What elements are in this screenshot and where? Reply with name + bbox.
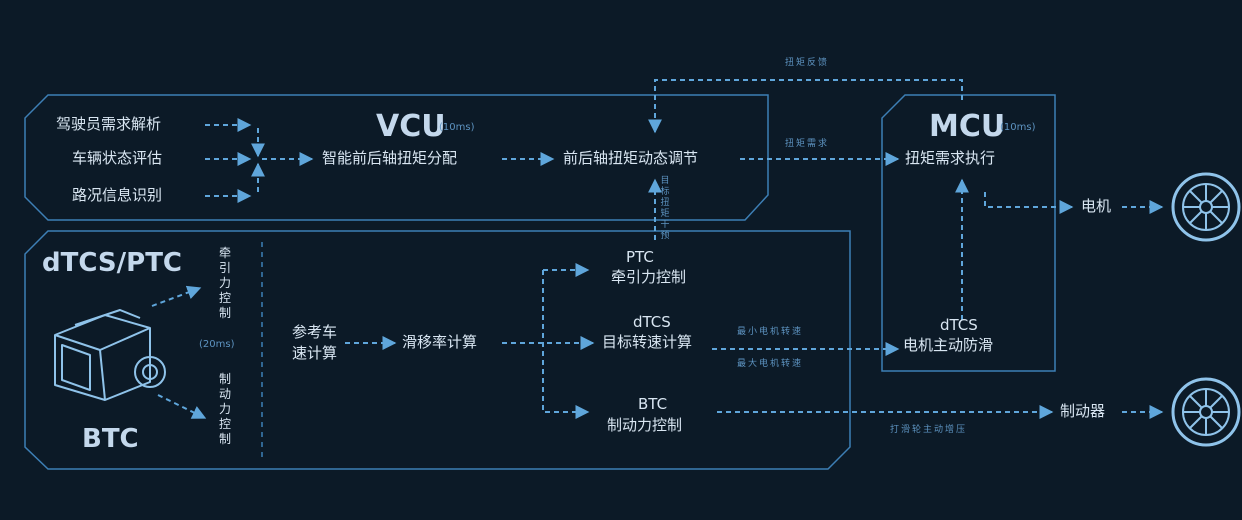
torque-feedback-label: 扭矩反馈 [785,58,830,68]
input-vehicle-state: 车辆状态评估 [72,149,163,167]
wheel-icon [1171,377,1241,447]
flow-arrow [151,285,202,307]
ptc-line1: PTC [626,248,654,266]
brake-output: 制动器 [1060,402,1106,420]
input-driver-demand: 驾驶员需求解析 [56,115,162,133]
vcu-frame [24,94,769,221]
torque-request-exec: 扭矩需求执行 [905,149,996,167]
motor-output: 电机 [1081,197,1112,215]
dtcs-period: (20ms) [199,339,235,350]
mcu-period: (10ms) [1000,122,1036,133]
ptc-line2: 牵引力控制 [611,268,687,286]
mcu-frame [881,94,1056,372]
ref-speed-line2: 速计算 [292,344,338,362]
input-road-condition: 路况信息识别 [72,186,163,204]
dtcs-ptc-title: dTCS/PTC [42,248,183,278]
max-motor-speed-label: 最大电机转速 [737,359,804,369]
min-motor-speed-label: 最小电机转速 [737,327,804,337]
mcu-dtcs-label: dTCS [940,316,978,334]
slip-wheel-pressure-label: 打滑轮主动增压 [890,425,968,435]
dtcs-line2: 目标转速计算 [602,333,693,351]
target-torque-intervention-label: 目标扭矩干预 [660,176,670,241]
camera-module-icon [54,309,166,401]
traction-control-vertical: 牵引力控制 [218,246,231,320]
braking-control-vertical: 制动力控制 [218,372,231,446]
btc-line1: BTC [638,395,668,413]
torque-request-label: 扭矩需求 [785,139,830,149]
dtcs-ptc-frame [24,230,851,470]
motor-anti-slip: 电机主动防滑 [903,336,994,354]
btc-title: BTC [82,424,139,454]
wheel-icon [1171,172,1241,242]
flow-arrow [984,192,1074,214]
slip-rate-calc: 滑移率计算 [402,333,478,351]
flow-arrow [648,79,963,134]
ref-speed-line1: 参考车 [292,323,338,341]
vcu-period: (10ms) [439,122,475,133]
torque-dynamic-adjust: 前后轴扭矩动态调节 [563,149,699,167]
mcu-title: MCU [929,109,1006,144]
dtcs-line1: dTCS [633,313,671,331]
torque-distribution: 智能前后轴扭矩分配 [322,149,458,167]
vcu-title: VCU [376,109,446,144]
flow-arrow [542,270,590,419]
btc-line2: 制动力控制 [607,416,683,434]
flow-arrow [157,394,207,419]
